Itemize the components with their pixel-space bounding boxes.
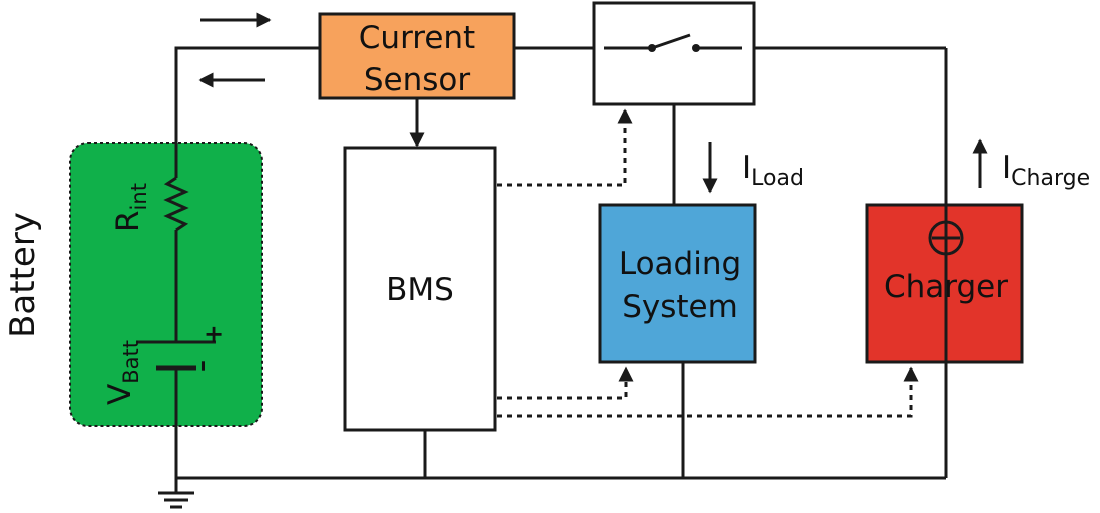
- battery-plus-sign: +: [204, 320, 224, 348]
- current-sensor-label-line1: Current: [359, 20, 475, 56]
- bms-block: [343, 146, 497, 432]
- loading-system-label-line2: System: [622, 289, 738, 325]
- battery-cell-icon: [136, 340, 216, 371]
- charge-current-label: ICharge: [1002, 150, 1090, 191]
- load-current-label: ILoad: [742, 150, 804, 191]
- resistor-label: Rint: [110, 183, 151, 232]
- bms-to-loading-control: [497, 366, 634, 400]
- current-sensor-label-line2: Sensor: [364, 62, 471, 98]
- bms-to-charger-control: [497, 366, 919, 418]
- battery-label: Battery: [3, 212, 43, 338]
- switch-block: [592, 1, 756, 106]
- loading-system-block: [598, 203, 757, 364]
- bms-to-switch-control: [497, 108, 633, 187]
- current-sensor-block: [318, 12, 516, 100]
- battery-minus-sign: –: [188, 360, 216, 372]
- bms-label: BMS: [386, 272, 454, 308]
- loading-system-label-line1: Loading: [619, 246, 741, 282]
- ground-icon: [158, 491, 194, 509]
- wires: [174, 46, 948, 493]
- resistor-icon: [163, 176, 189, 232]
- battery-voltage-label: VBatt: [102, 340, 143, 405]
- current-source-icon: [928, 220, 964, 256]
- battery-block: [69, 142, 263, 427]
- charger-label: Charger: [884, 269, 1008, 305]
- switch-icon: [604, 33, 742, 52]
